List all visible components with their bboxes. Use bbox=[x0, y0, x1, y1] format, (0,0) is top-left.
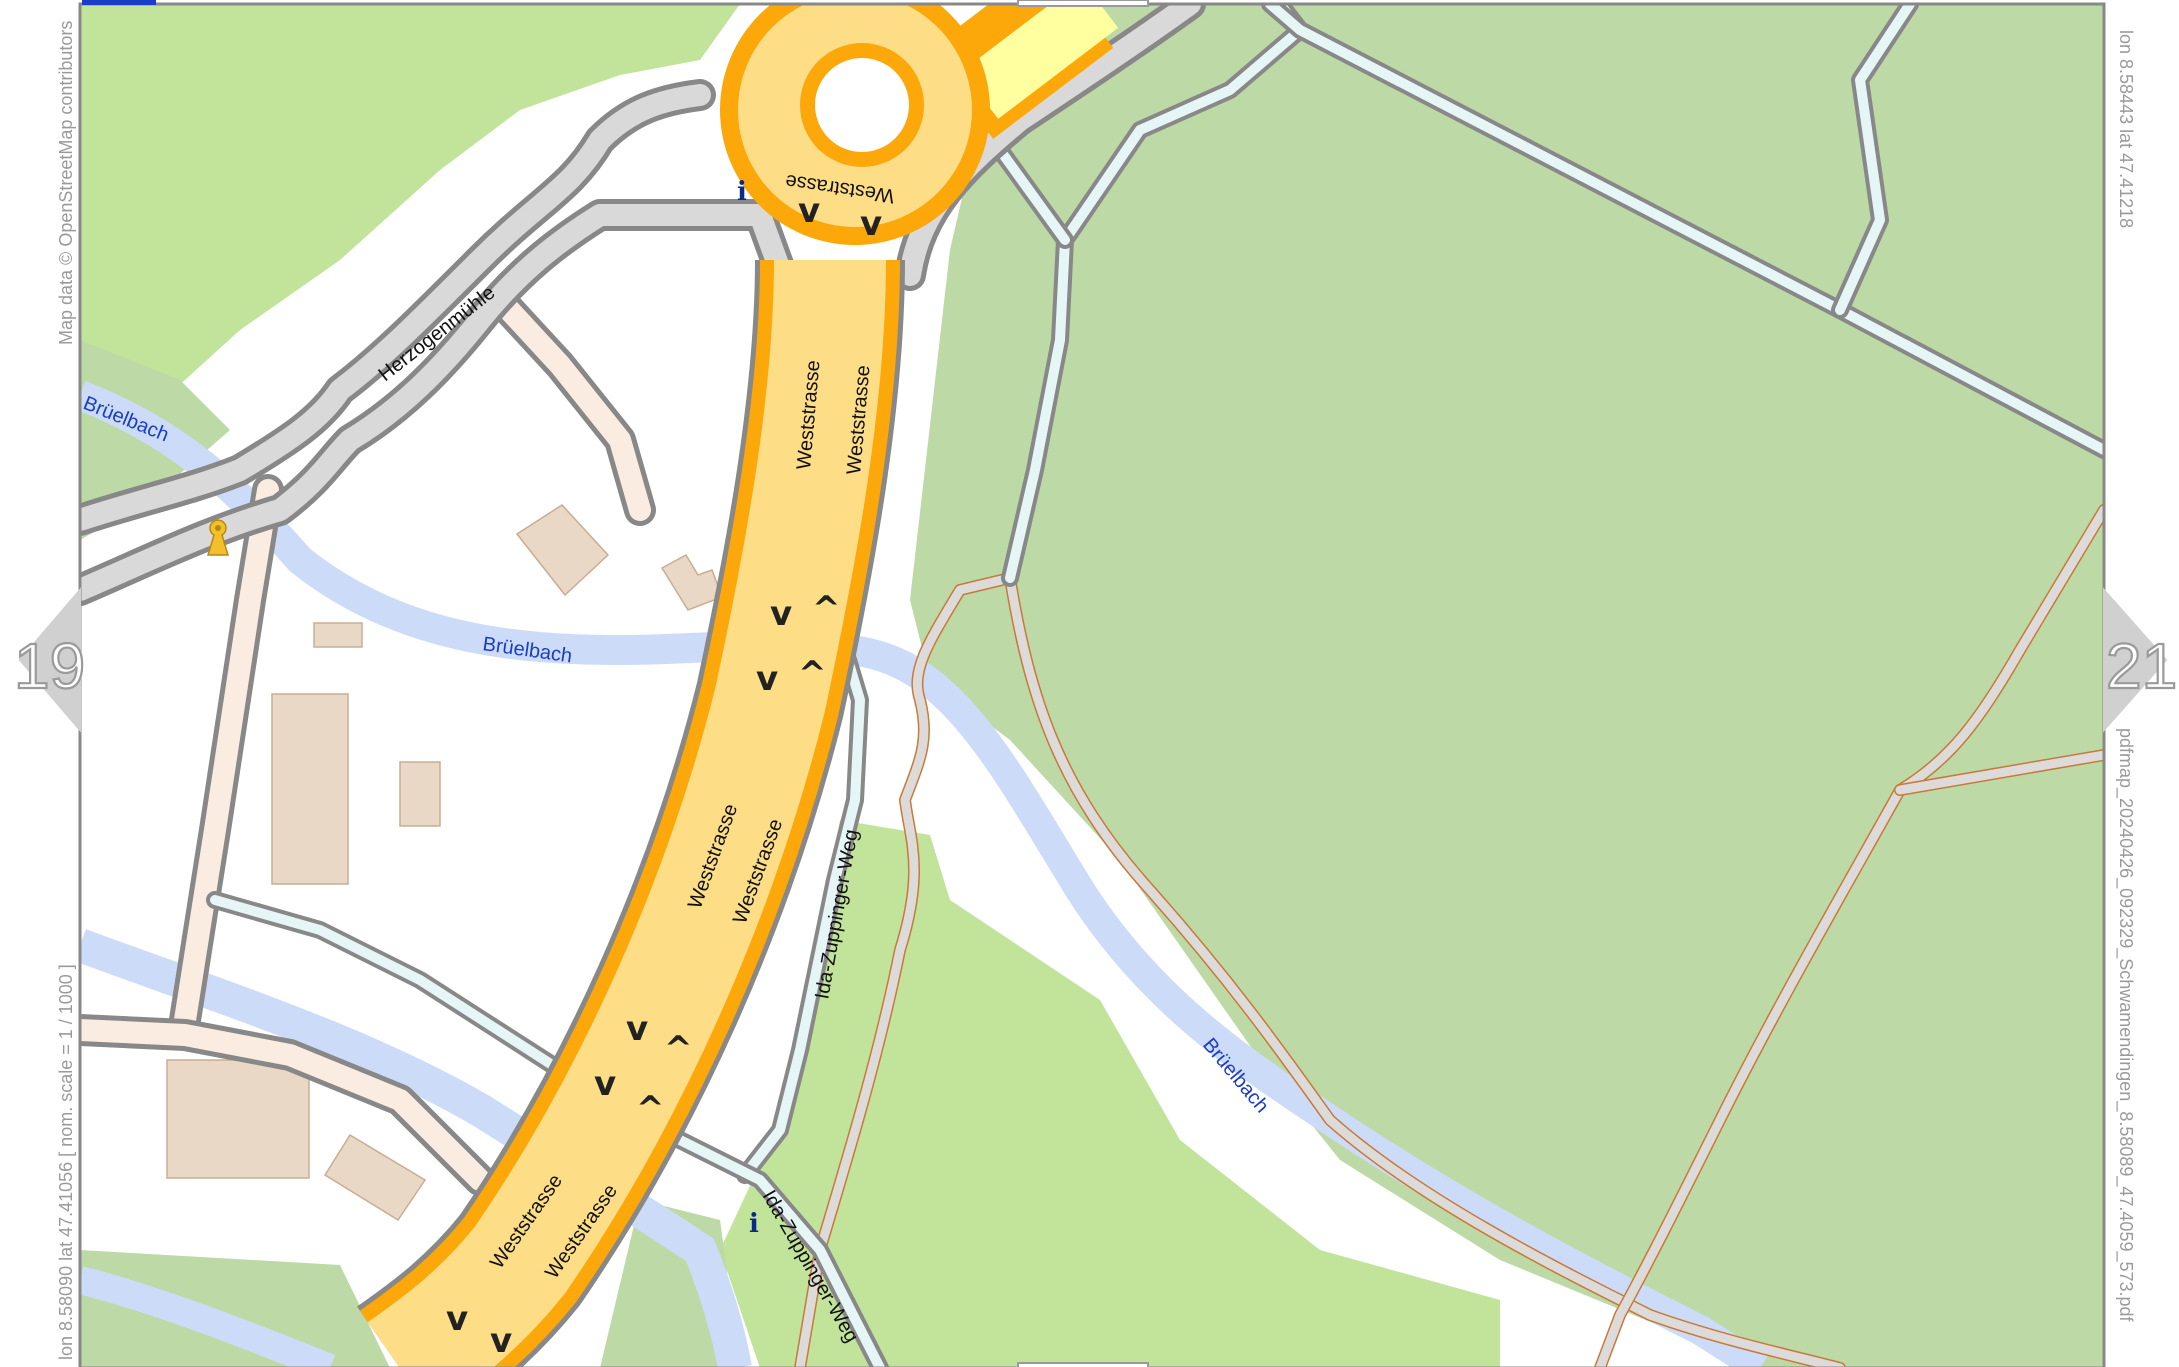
forest-east bbox=[910, 4, 2104, 1367]
building bbox=[323, 1133, 427, 1222]
meadow-south bbox=[720, 820, 1500, 1367]
weststrasse bbox=[367, 259, 886, 1367]
footpath bbox=[1835, 4, 1915, 315]
footpath bbox=[1265, 4, 2104, 455]
left-arrow-icon[interactable] bbox=[18, 587, 81, 733]
oneway-arrow-icon: v bbox=[798, 191, 820, 231]
building bbox=[313, 622, 363, 648]
attribution-text: Map data © OpenStreetMap contributors bbox=[56, 20, 76, 345]
road-north-yellow bbox=[961, 4, 1119, 119]
road-herzogenmuehle-lower bbox=[80, 204, 791, 601]
roundabout-island bbox=[815, 58, 909, 152]
oneway-arrow-icon: v bbox=[756, 659, 778, 699]
building bbox=[271, 693, 349, 885]
building bbox=[166, 1059, 310, 1179]
track bbox=[795, 573, 1015, 1367]
service-road bbox=[80, 1019, 491, 1191]
meadow-northwest bbox=[80, 4, 740, 500]
footpath-ida-zuppinger-weg bbox=[740, 655, 865, 1180]
oneway-arrow-icon: ^ bbox=[812, 589, 841, 629]
building bbox=[660, 553, 723, 611]
top-page-tab[interactable] bbox=[1017, 0, 1149, 7]
road-herzogenmuehle bbox=[80, 84, 711, 531]
right-arrow-icon[interactable] bbox=[2103, 587, 2168, 733]
oneway-arrow-icon: v bbox=[860, 204, 882, 244]
oneway-arrow-icon: v bbox=[770, 594, 792, 634]
filename-text: pdfmap_20240426_092329_Schwamendingen_8.… bbox=[2116, 728, 2136, 1322]
info-point-icon[interactable]: i bbox=[737, 177, 747, 207]
oneway-arrow-icon: v bbox=[490, 1321, 512, 1361]
track bbox=[1005, 573, 1845, 1367]
footpath bbox=[1005, 4, 1305, 583]
coords-bottom-left: lon 8.58090 lat 47.41056 [ nom. scale = … bbox=[56, 964, 76, 1360]
forest-southwest bbox=[80, 1250, 390, 1367]
oneway-arrow-icon: ^ bbox=[636, 1089, 665, 1129]
service-road bbox=[174, 479, 279, 1031]
next-page-number[interactable]: 21 bbox=[2105, 629, 2178, 703]
prev-page-number[interactable]: 19 bbox=[13, 629, 86, 703]
prev-page-button[interactable]: 19 bbox=[13, 587, 86, 733]
oneway-arrow-icon: v bbox=[594, 1064, 616, 1104]
oneway-arrow-icon: ^ bbox=[664, 1029, 693, 1069]
info-point-icon[interactable]: i bbox=[749, 1209, 759, 1239]
track bbox=[1595, 505, 2104, 1367]
coords-top-right: lon 8.58443 lat 47.41218 bbox=[2116, 30, 2136, 229]
building bbox=[399, 761, 441, 827]
top-left-marker bbox=[82, 0, 156, 5]
bottom-page-tab[interactable] bbox=[1017, 1362, 1149, 1367]
oneway-arrow-icon: v bbox=[446, 1299, 468, 1339]
track bbox=[1895, 750, 2104, 795]
oneway-arrow-icon: ^ bbox=[798, 654, 827, 694]
oneway-arrow-icon: v bbox=[626, 1009, 648, 1049]
next-page-button[interactable]: 21 bbox=[2103, 587, 2178, 733]
bollard-marker-icon bbox=[206, 519, 230, 556]
service-road bbox=[489, 289, 651, 521]
building bbox=[515, 504, 610, 597]
stream-bruelbach-southwest bbox=[80, 1266, 336, 1367]
